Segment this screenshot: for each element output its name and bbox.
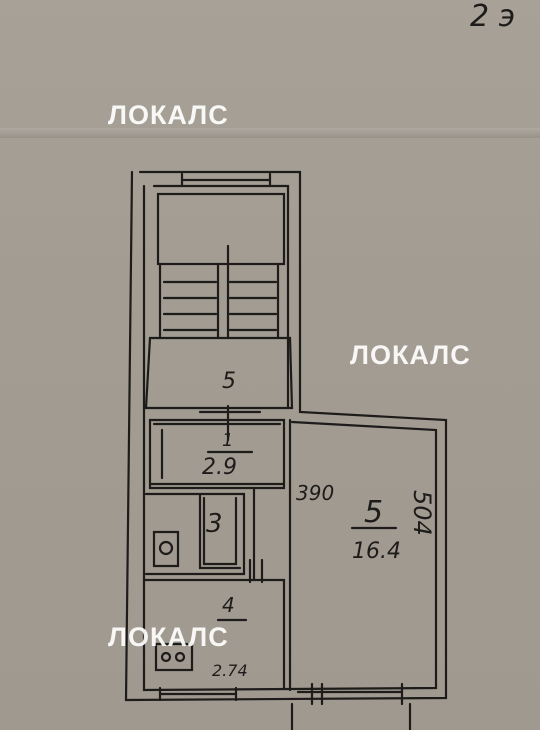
corner-note: 2 э <box>470 0 515 34</box>
room-3-number: 3 <box>206 509 223 539</box>
bottom-window-right <box>296 682 404 706</box>
stove <box>154 642 194 672</box>
stair-landing <box>144 336 294 410</box>
room-1-number: 1 <box>222 430 233 451</box>
room-4-area: 2.74 <box>212 661 248 680</box>
room-1-wall <box>148 418 286 490</box>
room-4-number: 4 <box>222 593 235 617</box>
outer-wall <box>124 170 448 702</box>
inner-wall-line <box>152 184 290 410</box>
stair-top-box <box>156 192 286 266</box>
stair-right <box>226 244 280 340</box>
bottom-window-left <box>158 686 238 702</box>
width-dimension: 390 <box>296 481 334 505</box>
stove-burner-2 <box>174 651 186 663</box>
partition-wall <box>252 418 292 692</box>
bottom-ticks <box>290 702 412 730</box>
room-4-wall <box>142 558 286 690</box>
stove-burner <box>160 651 172 663</box>
room-5-top-number: 5 <box>222 369 236 394</box>
watermark-middle: ЛОКАЛС <box>350 340 471 370</box>
watermark-bottom: ЛОКАЛС <box>108 622 229 652</box>
room-5-area: 16.4 <box>352 539 401 564</box>
paper-fold <box>0 128 540 138</box>
inner-wall-line-2 <box>142 184 438 692</box>
height-dimension: 504 <box>408 490 436 536</box>
room-1-area: 2.9 <box>202 455 237 480</box>
room-3-wall <box>144 492 246 576</box>
watermark-top: ЛОКАЛС <box>108 100 229 130</box>
top-window <box>180 172 272 188</box>
sink-drain <box>158 540 174 556</box>
stair-left <box>158 262 220 340</box>
room-5-number: 5 <box>364 495 383 530</box>
room-1-door <box>160 404 262 480</box>
sink <box>152 530 180 568</box>
